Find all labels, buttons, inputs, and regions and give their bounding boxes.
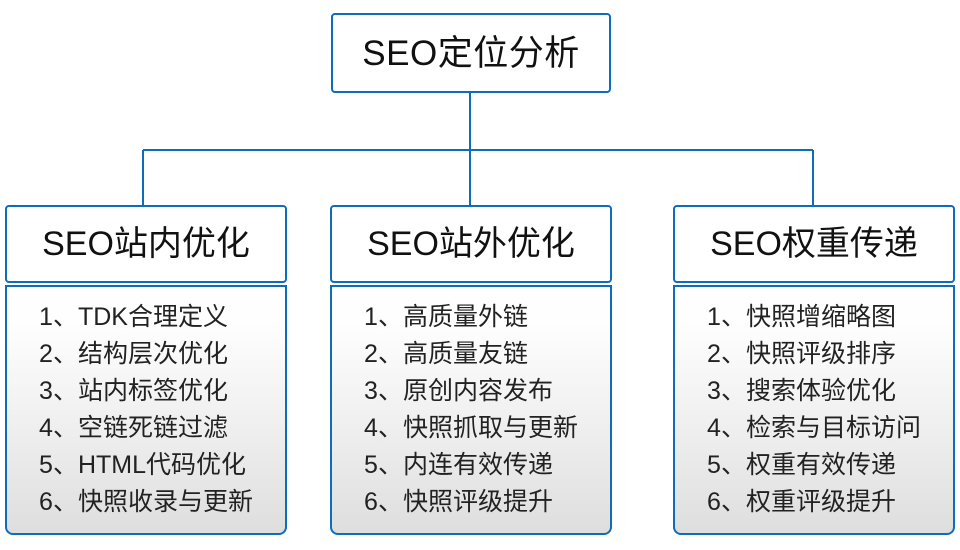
list-item: 4、空链死链过滤 <box>39 414 228 442</box>
list-item: 1、快照增缩略图 <box>707 303 896 331</box>
list-item: 5、权重有效传递 <box>707 451 896 479</box>
branch-column-2: SEO站外优化 1、高质量外链 2、高质量友链 3、原创内容发布 4、快照抓取与… <box>330 205 612 535</box>
branch-header-1[interactable]: SEO站内优化 <box>5 205 287 283</box>
list-item: 1、高质量外链 <box>364 303 528 331</box>
branch-header-2[interactable]: SEO站外优化 <box>330 205 612 283</box>
branch-list-items-3: 1、快照增缩略图 2、快照评级排序 3、搜索体验优化 4、检索与目标访问 5、权… <box>707 299 921 521</box>
branch-header-label-3: SEO权重传递 <box>710 225 918 263</box>
branch-column-3: SEO权重传递 1、快照增缩略图 2、快照评级排序 3、搜索体验优化 4、检索与… <box>673 205 955 535</box>
list-item: 6、权重评级提升 <box>707 488 896 516</box>
list-item: 2、结构层次优化 <box>39 340 228 368</box>
list-item: 6、快照评级提升 <box>364 488 553 516</box>
root-node[interactable]: SEO定位分析 <box>331 13 611 93</box>
branch-list-items-2: 1、高质量外链 2、高质量友链 3、原创内容发布 4、快照抓取与更新 5、内连有… <box>364 299 578 521</box>
list-item: 3、原创内容发布 <box>364 377 553 405</box>
list-item: 2、快照评级排序 <box>707 340 896 368</box>
list-item: 3、搜索体验优化 <box>707 377 896 405</box>
list-item: 4、检索与目标访问 <box>707 414 921 442</box>
branch-list-items-1: 1、TDK合理定义 2、结构层次优化 3、站内标签优化 4、空链死链过滤 5、H… <box>39 299 253 521</box>
list-item: 1、TDK合理定义 <box>39 303 228 331</box>
branch-list-3: 1、快照增缩略图 2、快照评级排序 3、搜索体验优化 4、检索与目标访问 5、权… <box>673 285 955 535</box>
list-item: 6、快照收录与更新 <box>39 488 253 516</box>
branch-column-1: SEO站内优化 1、TDK合理定义 2、结构层次优化 3、站内标签优化 4、空链… <box>5 205 287 535</box>
list-item: 2、高质量友链 <box>364 340 528 368</box>
list-item: 5、HTML代码优化 <box>39 451 247 479</box>
list-item: 4、快照抓取与更新 <box>364 414 578 442</box>
root-node-label: SEO定位分析 <box>362 33 580 73</box>
list-item: 3、站内标签优化 <box>39 377 228 405</box>
branch-header-3[interactable]: SEO权重传递 <box>673 205 955 283</box>
branch-header-label-2: SEO站外优化 <box>367 225 575 263</box>
branch-list-2: 1、高质量外链 2、高质量友链 3、原创内容发布 4、快照抓取与更新 5、内连有… <box>330 285 612 535</box>
branch-header-label-1: SEO站内优化 <box>42 225 250 263</box>
branch-list-1: 1、TDK合理定义 2、结构层次优化 3、站内标签优化 4、空链死链过滤 5、H… <box>5 285 287 535</box>
list-item: 5、内连有效传递 <box>364 451 553 479</box>
